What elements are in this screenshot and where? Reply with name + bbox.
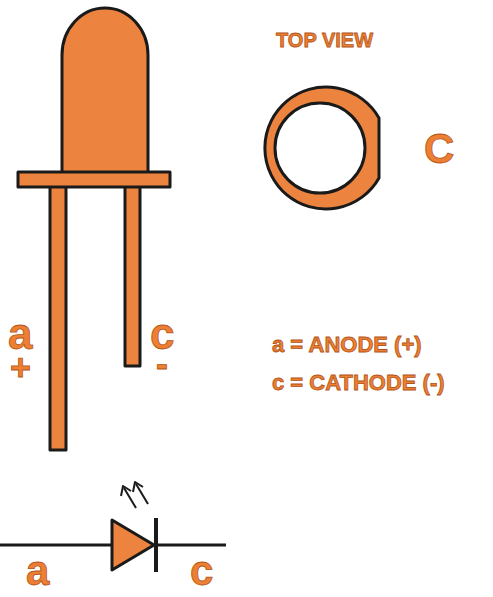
light-arrows (121, 482, 148, 508)
cathode-flat-mark: C (424, 128, 454, 170)
polarity-sign: + (10, 350, 31, 386)
top-view-rim (265, 87, 379, 209)
diode-triangle (112, 520, 154, 570)
diode-bar (154, 518, 158, 572)
pin-name: c (190, 550, 213, 592)
led-flange (18, 172, 170, 187)
anode-wire (0, 544, 112, 547)
polarity-sign: - (156, 346, 168, 382)
led-body (62, 8, 148, 174)
view-title: TOP VIEW (276, 30, 373, 50)
pin-name: a (26, 550, 49, 592)
anode-leg (50, 186, 66, 450)
legend-note: a = ANODE (+) (272, 334, 422, 356)
cathode-wire (156, 544, 226, 547)
legend-note: c = CATHODE (-) (272, 372, 445, 394)
top-view-lens (275, 103, 365, 193)
cathode-leg (125, 186, 140, 366)
